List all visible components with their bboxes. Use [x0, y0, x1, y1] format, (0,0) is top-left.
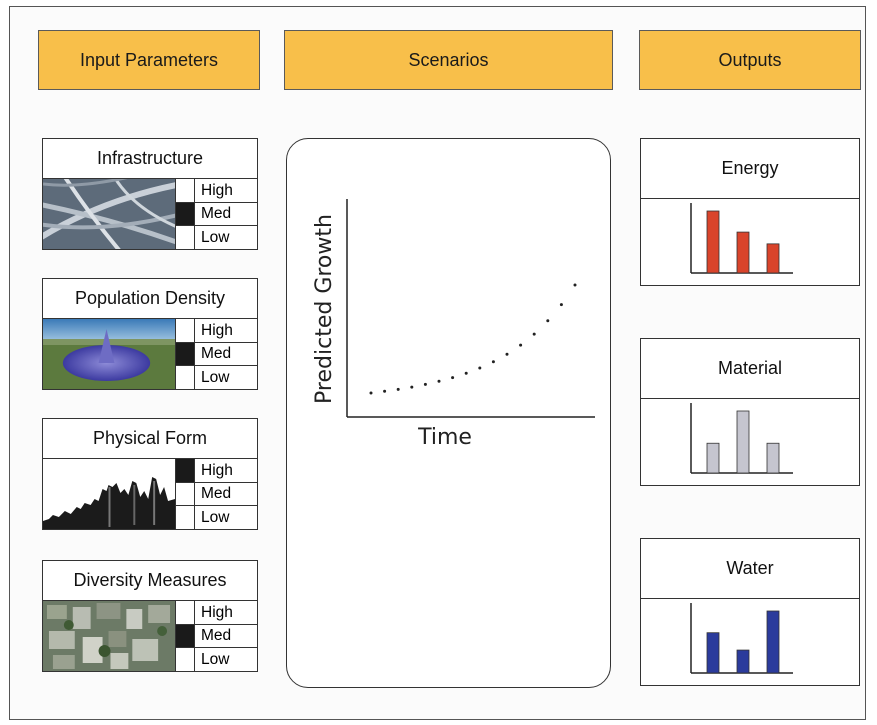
input-card-title: Infrastructure [43, 139, 257, 179]
growth-curve-dot [546, 319, 550, 323]
energy-bar-chart [690, 203, 793, 274]
level-label: Med [201, 205, 232, 223]
output-card-material: Material [640, 338, 860, 486]
growth-curve-dot [383, 389, 387, 393]
level-label: Low [201, 650, 230, 668]
growth-curve-dot [437, 379, 441, 383]
growth-curve-dot [369, 391, 373, 395]
output-bar [736, 410, 750, 474]
output-bar [766, 243, 780, 274]
level-label: High [201, 321, 233, 339]
level-checkbox-high[interactable] [176, 459, 195, 482]
growth-curve-dot [519, 343, 523, 347]
growth-curve-dot [396, 387, 400, 391]
growth-curve-dot [478, 366, 482, 370]
level-label: Low [201, 368, 230, 386]
growth-curve-dot [423, 382, 427, 386]
aerial-city-photo [43, 601, 176, 671]
input-card-title: Population Density [43, 279, 257, 319]
level-checkbox-low[interactable] [176, 226, 195, 250]
output-bar [706, 210, 720, 274]
highway-interchange-photo [43, 179, 176, 249]
level-label: Low [201, 228, 230, 246]
header-outputs: Outputs [639, 30, 861, 90]
output-card-title: Material [641, 339, 859, 399]
header-input-parameters: Input Parameters [38, 30, 260, 90]
growth-curve-dot [491, 360, 495, 364]
input-card-title: Physical Form [43, 419, 257, 459]
y-axis-label: Predicted Growth [312, 214, 337, 404]
level-checkbox-high[interactable] [176, 179, 195, 202]
growth-curve-dot [451, 376, 455, 380]
level-checkbox-low[interactable] [176, 366, 195, 390]
material-bar-chart [690, 403, 793, 474]
growth-curve-dot [573, 283, 577, 287]
growth-curve-dots [369, 283, 577, 395]
header-scenarios: Scenarios [284, 30, 613, 90]
output-bar [706, 632, 720, 674]
level-label: High [201, 181, 233, 199]
growth-curve-dot [464, 371, 468, 375]
x-axis-label: Time [417, 425, 472, 450]
level-label: Med [201, 345, 232, 363]
level-label: Med [201, 627, 232, 645]
header-outputs-label: Outputs [718, 49, 782, 70]
growth-chart: Predicted Growth Time [312, 199, 595, 450]
level-checkbox-med[interactable] [176, 624, 195, 648]
output-bar [706, 442, 720, 474]
growth-curve-dot [505, 352, 509, 356]
output-bar [766, 442, 780, 474]
output-card-water: Water [640, 538, 860, 686]
level-label: Low [201, 508, 230, 526]
input-card-infrastructure: Infrastructure High Med Low [42, 138, 258, 250]
water-bar-chart [690, 603, 793, 674]
city-skyline-photo [43, 459, 176, 529]
level-checkbox-med[interactable] [176, 482, 195, 506]
level-checkbox-high[interactable] [176, 601, 195, 624]
header-scenarios-label: Scenarios [408, 49, 489, 70]
output-card-title: Water [641, 539, 859, 599]
level-checkbox-high[interactable] [176, 319, 195, 342]
level-label: High [201, 603, 233, 621]
input-card-diversity-measures: Diversity Measures High [42, 560, 258, 672]
input-card-physical-form: Physical Form High Med Low [42, 418, 258, 530]
input-card-title: Diversity Measures [43, 561, 257, 601]
level-checkbox-low[interactable] [176, 648, 195, 672]
output-bar [736, 649, 750, 674]
growth-curve-dot [559, 303, 563, 307]
output-bar [766, 610, 780, 674]
output-bar [736, 231, 750, 274]
input-card-population-density: Population Density High [42, 278, 258, 390]
level-label: High [201, 461, 233, 479]
header-input-label: Input Parameters [79, 49, 219, 70]
level-label: Med [201, 485, 232, 503]
output-card-energy: Energy [640, 138, 860, 286]
level-checkbox-med[interactable] [176, 342, 195, 366]
growth-curve-dot [410, 385, 414, 389]
growth-curve-dot [532, 332, 536, 336]
level-checkbox-low[interactable] [176, 506, 195, 530]
output-card-title: Energy [641, 139, 859, 199]
scenario-panel: Predicted Growth Time [286, 138, 611, 688]
density-surface-render [43, 319, 176, 389]
level-checkbox-med[interactable] [176, 202, 195, 226]
